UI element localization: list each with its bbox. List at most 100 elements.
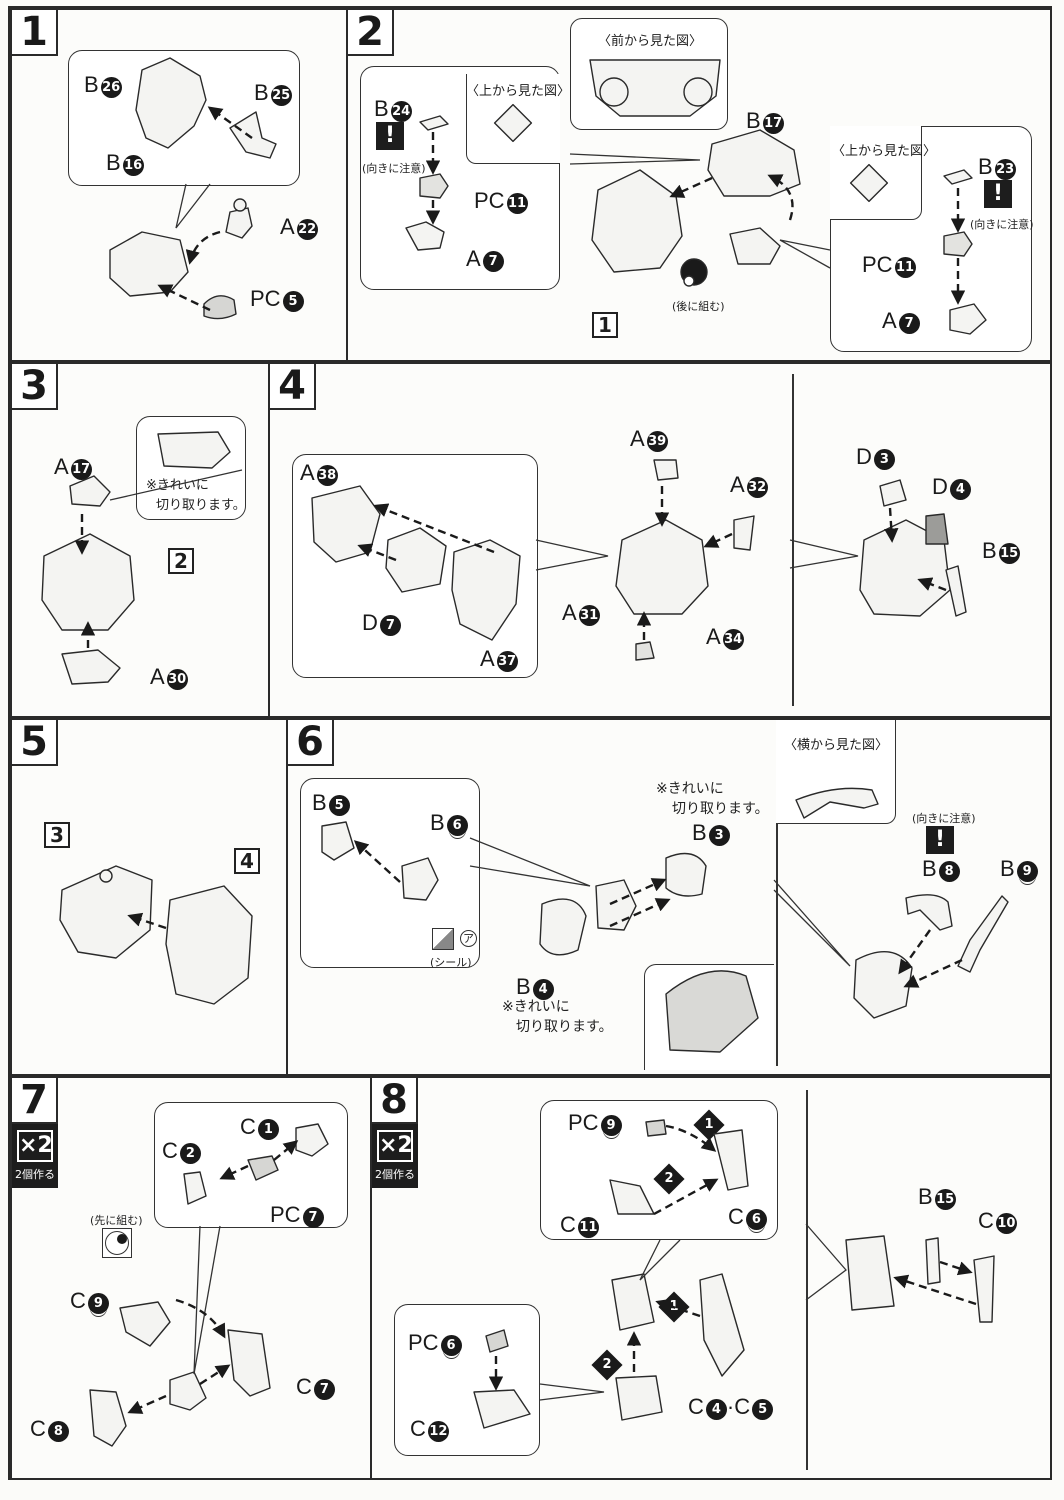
step-6-cut-note-b3-1: ※きれいに	[656, 781, 724, 797]
step-8-number: 8	[372, 1078, 418, 1124]
first-assemble-note: (先に組む)	[90, 1214, 143, 1227]
step-1-number: 1	[12, 10, 58, 56]
step-7-number: 7	[12, 1078, 58, 1124]
step-4-callout	[292, 454, 538, 678]
sticker-note: (シール)	[430, 956, 472, 969]
first-assemble-icon	[102, 1228, 132, 1258]
ref-step-2: 2	[168, 548, 194, 574]
step-8-multiplier: ×2	[377, 1130, 413, 1162]
step-7-multiplier: ×2	[17, 1130, 53, 1162]
later-note: (後に組む)	[672, 300, 725, 313]
order-mark-1-center: 1	[658, 1291, 690, 1323]
step-6-number: 6	[288, 720, 334, 766]
ref-step-3: 3	[44, 822, 70, 848]
step-6-orientation-note: (向きに注意)	[912, 812, 976, 825]
order-mark-2-center: 2	[591, 1349, 623, 1381]
step-5-panel: 5 3 4	[10, 718, 288, 1076]
step-2-top-view-left-title: 〈上から見た図〉	[466, 84, 571, 99]
step-5-number: 5	[12, 720, 58, 766]
order-mark-2-top: 2	[653, 1163, 685, 1195]
orientation-warning-icon: !	[376, 122, 404, 150]
sticker-mark: ア	[460, 930, 477, 947]
step-7-multiplier-badge: ×2 2個作る	[12, 1124, 58, 1188]
step-6-cut-note-b3-2: 切り取ります。	[672, 801, 769, 817]
ref-step-4: 4	[234, 848, 260, 874]
order-mark-1-top: 1	[693, 1109, 725, 1141]
step-4-divider	[792, 374, 794, 706]
step-3-cut-note-2: 切り取ります。	[156, 498, 246, 513]
step-8-divider	[806, 1090, 808, 1470]
step-2-top-view-right-title: 〈上から見た図〉	[832, 144, 937, 159]
orientation-warning-icon-right: !	[984, 180, 1012, 208]
orientation-note-left: (向きに注意)	[362, 162, 426, 175]
step-2-front-view-title: 〈前から見た図〉	[598, 34, 703, 49]
step-6-cut-note-b4-2: 切り取ります。	[516, 1019, 613, 1035]
step-6-cut-note-b4-1: ※きれいに	[502, 999, 570, 1015]
step-8-multiplier-badge: ×2 2個作る	[372, 1124, 418, 1188]
step-6-side-view-title: 〈横から見た図〉	[784, 738, 889, 753]
sticker-icon	[432, 928, 454, 950]
step-3-number: 3	[12, 364, 58, 410]
ref-step-1: 1	[592, 312, 618, 338]
step-6-detail-view	[644, 964, 774, 1070]
step-8-bottom-callout	[394, 1304, 540, 1456]
step-8-multiplier-note: 2個作る	[375, 1168, 415, 1181]
step-7-multiplier-note: 2個作る	[15, 1168, 55, 1181]
step-2-number: 2	[348, 10, 394, 56]
step-4-number: 4	[270, 364, 316, 410]
orientation-note-right: (向きに注意)	[970, 218, 1034, 231]
step-6-warning-icon: !	[926, 826, 954, 854]
step-1-callout	[68, 50, 300, 186]
step-3-cut-note-1: ※きれいに	[146, 478, 209, 493]
